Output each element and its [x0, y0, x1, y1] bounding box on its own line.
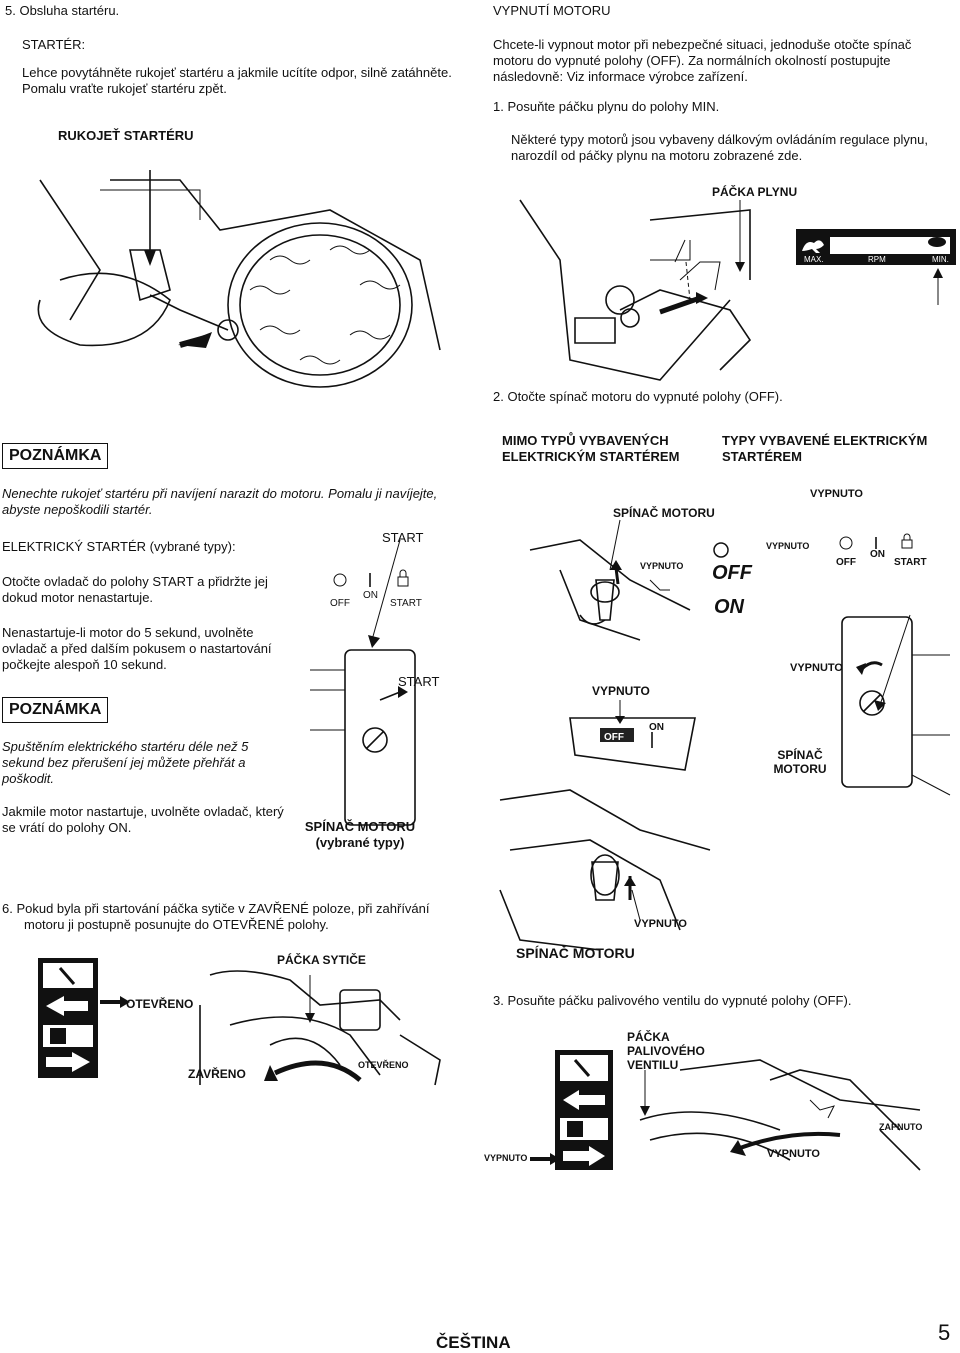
- engine-outline: [39, 179, 101, 321]
- electric-starter-heading: ELEKTRICKÝ STARTÉR (vybrané typy):: [2, 539, 236, 554]
- fuel-off-label-1: VYPNUTO: [484, 1153, 528, 1163]
- fuel-valve-illustration: [639, 1059, 921, 1171]
- on-label: ON: [363, 590, 378, 601]
- stop-step-1-note: Některé typy motorů jsou vybaveny dálkov…: [511, 132, 928, 163]
- off-plate-label: OFF: [604, 732, 624, 743]
- stop-intro: Chcete-li vypnout motor při nebezpečné s…: [493, 37, 912, 84]
- start-label-2: START: [398, 674, 440, 689]
- choke-closed-label: ZAVŘENO: [188, 1067, 246, 1081]
- key-dial: [362, 727, 388, 753]
- throttle-max-label: MAX.: [804, 255, 824, 264]
- throttle-lever-label: PÁČKA PLYNU: [712, 185, 798, 199]
- fuel-off-label-2: VYPNUTO: [767, 1148, 820, 1160]
- column-header-no-electric: MIMO TYPŮ VYBAVENÝCH ELEKTRICKÝM STARTÉR…: [502, 433, 680, 464]
- engine-switch-label: SPÍNAČ MOTORU: [613, 506, 715, 520]
- start-label: START: [382, 530, 424, 545]
- engine-switch-label-4: SPÍNAČ MOTORU: [516, 945, 635, 961]
- stop-step-1: 1. Posuňte páčku plynu do polohy MIN.: [493, 99, 720, 114]
- on-big-label: ON: [714, 596, 744, 618]
- off-small-label: OFF: [836, 557, 856, 568]
- note2-text: Spuštěním elektrického startéru déle než…: [2, 739, 249, 786]
- throttle-lever-illustration: [519, 199, 943, 381]
- electric-starter-text-3: Jakmile motor nastartuje, uvolněte ovlad…: [2, 804, 284, 835]
- starter-heading: STARTÉR:: [22, 37, 86, 52]
- engine-switch-plate-illustration: OFF ON: [569, 700, 696, 771]
- electric-switch-illustration: [310, 539, 416, 826]
- section-title-stop: VYPNUTÍ MOTORU: [493, 3, 611, 18]
- starter-recoil-illustration: [37, 170, 441, 388]
- footer-language: ČEŠTINA: [436, 1333, 511, 1352]
- on-small-label: ON: [870, 549, 885, 560]
- stop-step-2: 2. Otočte spínač motoru do vypnuté poloh…: [493, 389, 783, 404]
- engine-switch-closeup-illustration: [499, 789, 711, 951]
- starter-rope: [149, 294, 229, 331]
- electric-starter-text-2: Nenastartuje-li motor do 5 sekund, uvoln…: [2, 625, 272, 672]
- recoil-cover: [227, 222, 413, 388]
- choke-open-arrow: [100, 996, 130, 1008]
- choke-lever-illustration: [199, 970, 441, 1086]
- electric-starter-text-1: Otočte ovladač do polohy START a přidržt…: [2, 574, 268, 605]
- start-small-label-right: START: [894, 557, 927, 568]
- fuel-off-arrow: [530, 1153, 560, 1165]
- choke-pictogram: [38, 958, 98, 1078]
- rope-guide: [217, 319, 239, 341]
- electric-switch-icons: OFF ON START: [836, 533, 927, 568]
- on-plate-label: ON: [649, 722, 664, 733]
- off-circle-icon: [713, 542, 729, 558]
- off-big-label: OFF: [712, 562, 752, 584]
- rabbit-icon: [802, 240, 824, 253]
- stop-step-3: 3. Posuňte páčku palivového ventilu do v…: [493, 993, 852, 1008]
- hand: [37, 272, 171, 347]
- key-switch-icons: OFF ON START: [330, 569, 422, 609]
- start-small-label: START: [390, 598, 422, 609]
- throttle-rpm-placard: MAX. RPM MIN.: [796, 229, 956, 265]
- switch-label-optional: SPÍNAČ MOTORU (vybrané typy): [304, 819, 416, 850]
- note-text: Nenechte rukojeť startéru při navíjení n…: [2, 486, 438, 517]
- note-label: POZNÁMKA: [2, 443, 109, 469]
- fuel-valve-label: PÁČKA PALIVOVÉHO VENTILU: [627, 1030, 705, 1072]
- switch-plate: [344, 649, 416, 826]
- engine-switch-rocker-illustration: [529, 519, 691, 641]
- engine-switch-label-3: SPÍNAČ MOTORU: [773, 748, 827, 776]
- off-word-2: VYPNUTO: [640, 561, 684, 571]
- choke-open-label-small: OTEVŘENO: [358, 1060, 409, 1070]
- turtle-icon: [928, 237, 946, 247]
- off-word-5: VYPNUTO: [790, 662, 843, 674]
- off-word-4: VYPNUTO: [592, 684, 650, 698]
- fuel-on-label: ZAPNUTO: [879, 1122, 923, 1132]
- off-word-3: VYPNUTO: [766, 541, 810, 551]
- off-word-1: VYPNUTO: [810, 488, 863, 500]
- starter-text: Lehce povytáhněte rukojeť startéru a jak…: [22, 65, 452, 96]
- off-label: OFF: [330, 598, 350, 609]
- choke-open-label: OTEVŘENO: [126, 997, 194, 1011]
- note2-label: POZNÁMKA: [2, 697, 109, 723]
- section-title-starter: 5. Obsluha startéru.: [5, 3, 120, 18]
- column-header-electric: TYPY VYBAVENÉ ELEKTRICKÝM STARTÉREM: [722, 433, 928, 464]
- page-number: 5: [938, 1320, 951, 1345]
- electric-key-switch-illustration: [841, 614, 951, 796]
- choke-heading: 6. Pokud byla při startování páčka sytič…: [2, 901, 430, 932]
- throttle-min-label: MIN.: [932, 255, 949, 264]
- fig-label-starter-handle: RUKOJEŤ STARTÉRU: [58, 128, 194, 143]
- fuel-valve-pictogram: [555, 1050, 613, 1170]
- off-word-6: VYPNUTO: [634, 918, 687, 930]
- throttle-rpm-label: RPM: [868, 255, 886, 264]
- choke-lever-label: PÁČKA SYTIČE: [277, 953, 366, 967]
